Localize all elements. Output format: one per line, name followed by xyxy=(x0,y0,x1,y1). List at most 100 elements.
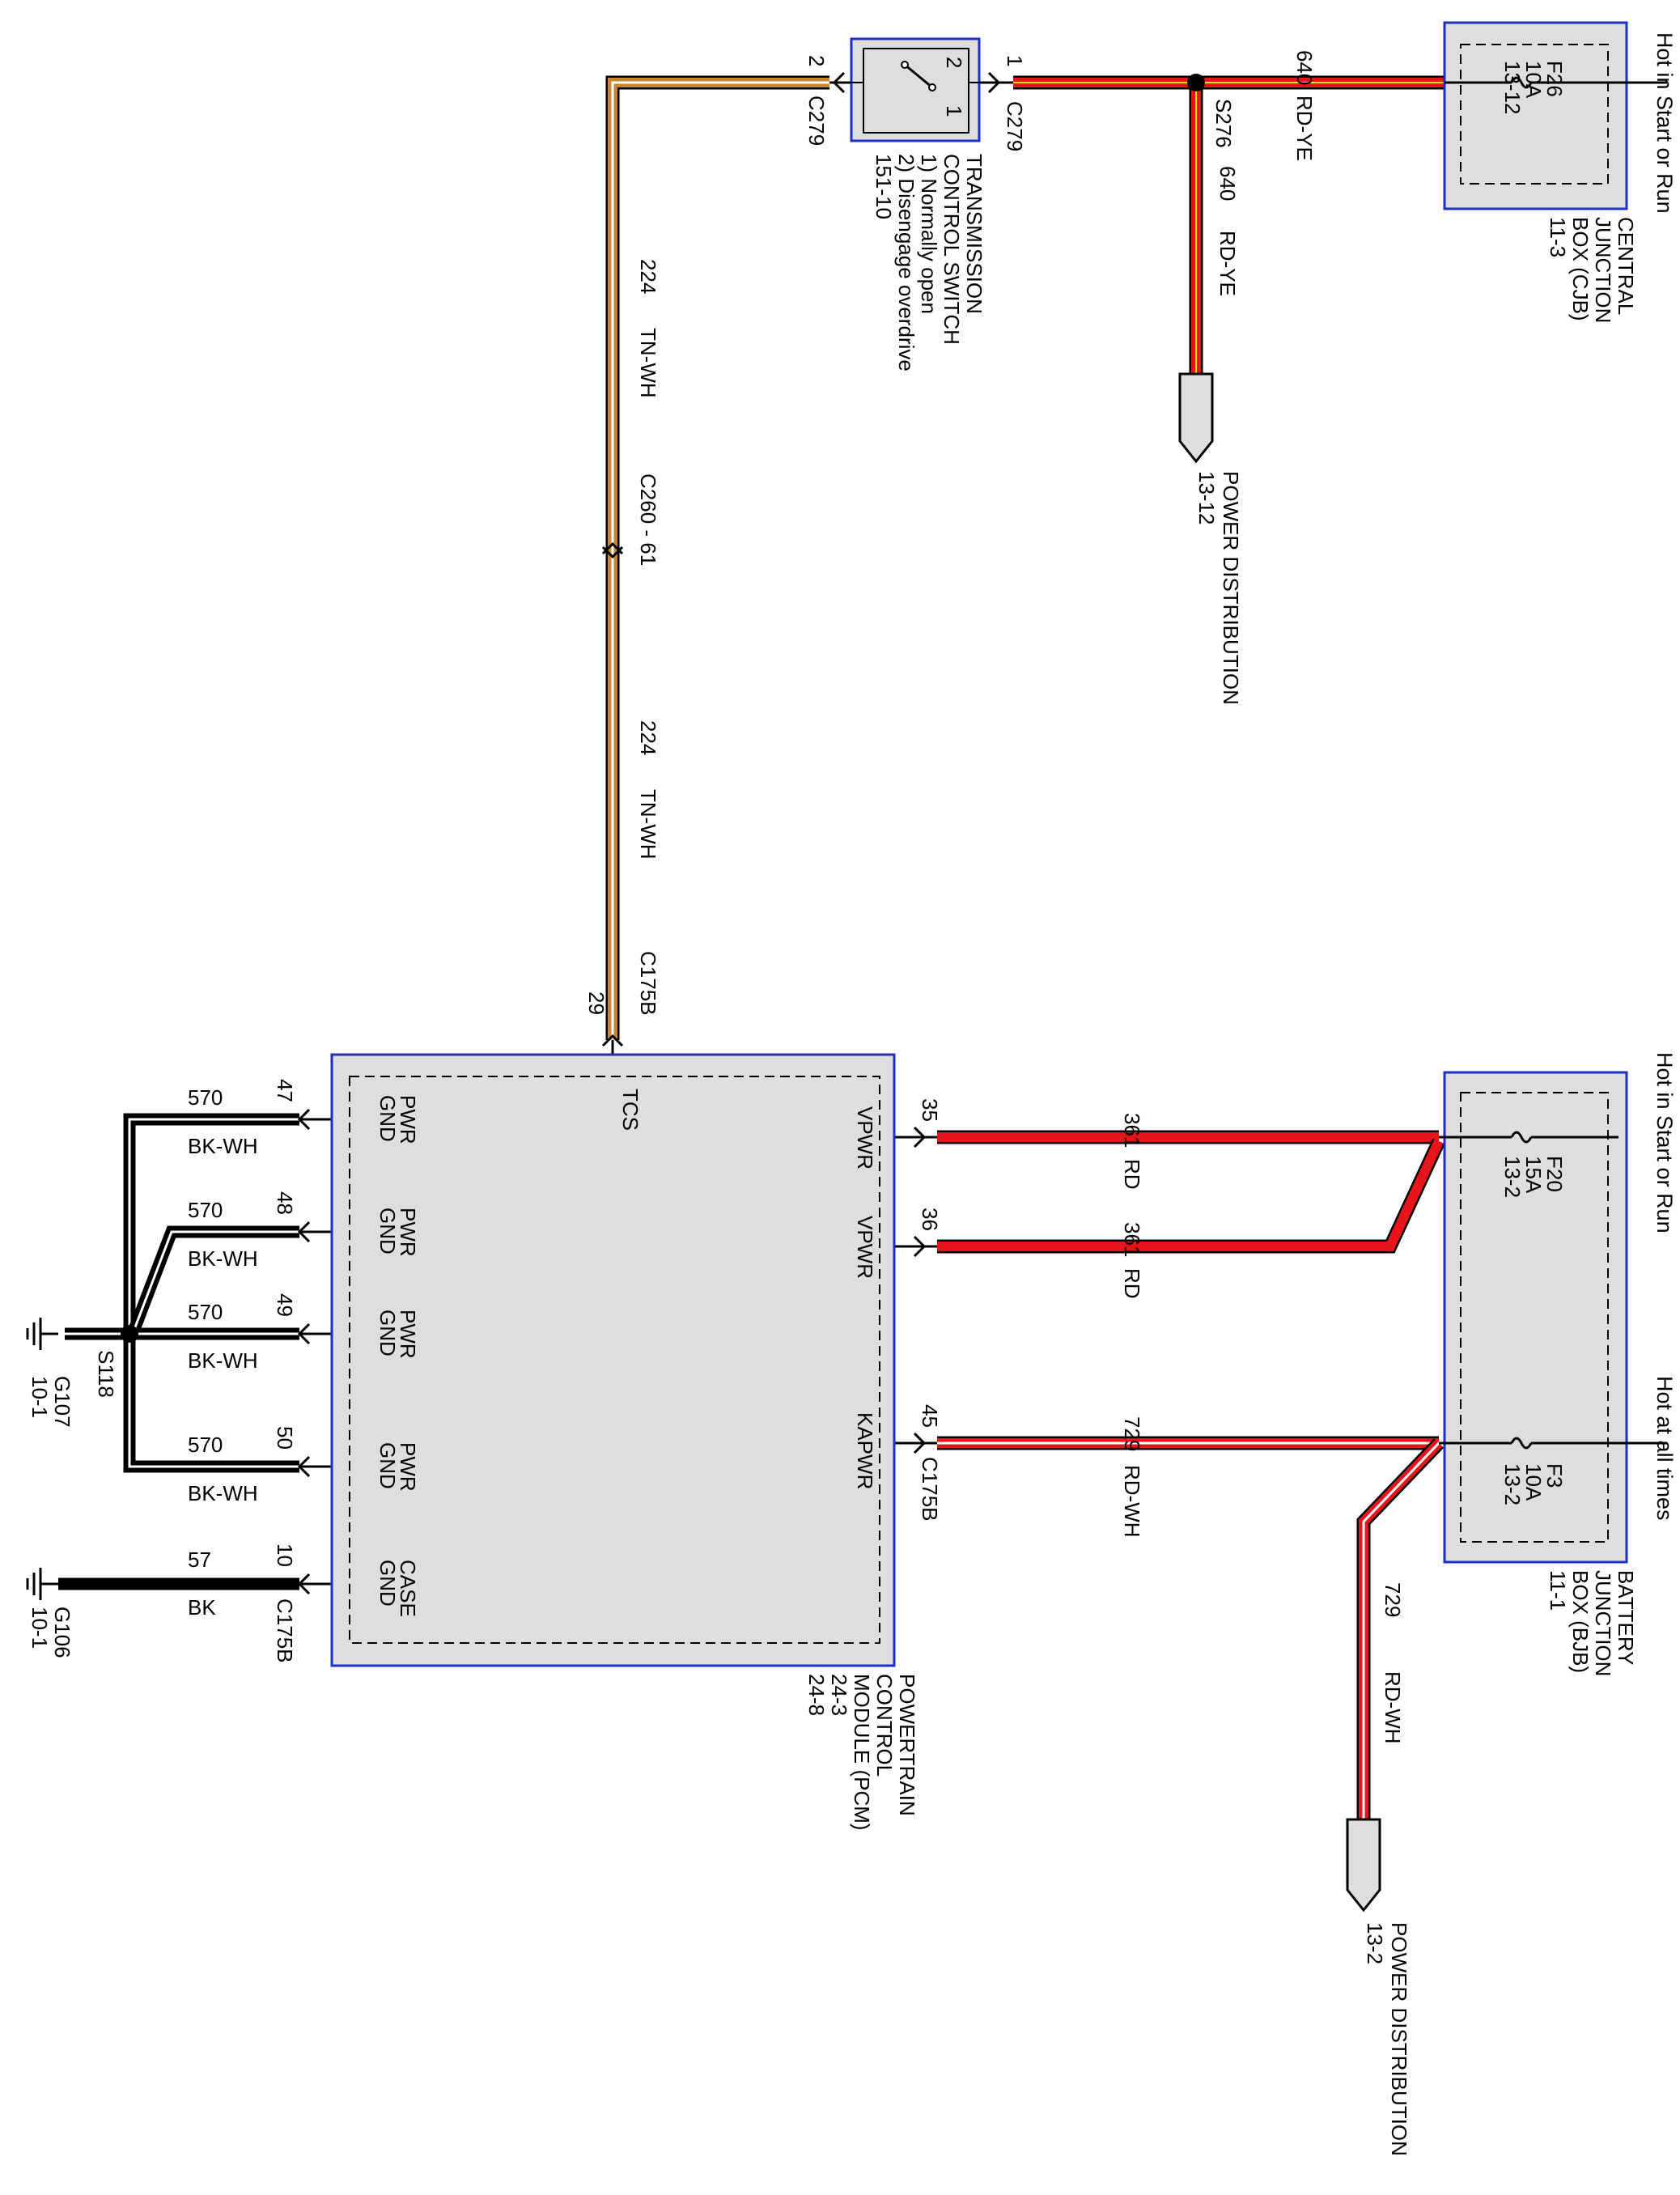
wire-361 xyxy=(937,1130,1445,1254)
wire-729a-color: RD-WH xyxy=(1120,1465,1144,1538)
central-junction-box xyxy=(1443,21,1667,210)
cjb-name-line-2: BOX (CJB) xyxy=(1568,217,1593,321)
pcm-pin-10-label1: CASE xyxy=(396,1560,420,1617)
wire-640-color: RD-YE xyxy=(1292,96,1317,161)
wire-361b-circuit: 361 xyxy=(1120,1222,1144,1257)
switch-name-line-0: TRANSMISSION xyxy=(962,154,986,314)
splice-s118 xyxy=(121,1325,138,1343)
pcm-label-vpwr-1: VPWR xyxy=(853,1216,877,1279)
pcm-label-kapwr-2: KAPWR xyxy=(853,1412,877,1489)
connector-c175b-right: C175B xyxy=(918,1457,942,1522)
pcm-pin-29: 29 xyxy=(584,991,609,1015)
pcm-pin-36: 36 xyxy=(918,1208,942,1231)
wire-640 xyxy=(1013,75,1445,374)
switch-connector-right: C279 xyxy=(1003,101,1027,151)
pcm-pin-49-label2: GND xyxy=(375,1310,400,1356)
pcm-name-line-1: CONTROL xyxy=(872,1674,897,1777)
cjb-name-line-3: 11-3 xyxy=(1546,217,1570,257)
switch-connector-left: C279 xyxy=(804,96,829,146)
wire-570-circuit-2: 570 xyxy=(188,1300,223,1324)
switch-name-line-1: CONTROL SWITCH xyxy=(940,154,964,345)
bjb-name-line-1: JUNCTION xyxy=(1591,1570,1615,1676)
cjb-header: Hot in Start or Run xyxy=(1652,32,1677,214)
bjb-fuse-top-line-0: F20 xyxy=(1542,1156,1567,1192)
wire-224-lower-circuit: 224 xyxy=(636,720,660,755)
pcm-name-line-2: MODULE (PCM) xyxy=(850,1674,874,1831)
power-distribution-bottom-line-0: POWER DISTRIBUTION xyxy=(1387,1922,1411,2156)
ground-g107-line-0: G107 xyxy=(50,1376,74,1428)
pcm-pin-10: 10 xyxy=(273,1543,297,1567)
connector-c175b-left: C175B xyxy=(273,1598,297,1663)
pcm-pin-50-label2: GND xyxy=(375,1442,400,1489)
pcm-pin-35: 35 xyxy=(918,1098,942,1122)
powertrain-control-module xyxy=(330,1053,896,1667)
ground-g107-line-1: 10-1 xyxy=(28,1376,52,1418)
wire-570-color-1: BK-WH xyxy=(188,1246,258,1271)
wire-361a-circuit: 361 xyxy=(1120,1113,1144,1148)
switch-inner-pin-2: 2 xyxy=(942,57,966,68)
wire-361b-color: RD xyxy=(1120,1268,1144,1299)
switch-pin-1: 1 xyxy=(1003,55,1027,66)
ground-symbols xyxy=(26,1318,58,1600)
pcm-name-line-4: 24-8 xyxy=(804,1674,829,1716)
wire-729b-color: RD-WH xyxy=(1381,1671,1405,1744)
pcm-pin-47-label1: PWR xyxy=(396,1095,420,1144)
pcm-name-line-3: 24-3 xyxy=(827,1674,851,1716)
splice-s118-label: S118 xyxy=(94,1350,118,1398)
wire-224-upper-circuit: 224 xyxy=(636,259,660,294)
power-distribution-top-line-1: 13-12 xyxy=(1194,471,1219,525)
battery-junction-box xyxy=(1439,1071,1667,1564)
bjb-name-line-3: 11-1 xyxy=(1546,1570,1570,1611)
switch-name-line-4: 151-10 xyxy=(872,154,896,219)
bjb-name-line-0: BATTERY xyxy=(1614,1570,1638,1666)
wire-640-down-color: RD-YE xyxy=(1215,231,1240,296)
pcm-pin-50-label1: PWR xyxy=(396,1442,420,1492)
wire-570-circuit-0: 570 xyxy=(188,1085,223,1110)
pcm-pin-48-label1: PWR xyxy=(396,1208,420,1257)
bjb-fuse-bottom-line-2: 13-2 xyxy=(1500,1463,1525,1505)
transmission-control-switch xyxy=(829,37,1013,142)
wire-570 xyxy=(65,1113,299,1473)
bjb-header-bottom: Hot at all times xyxy=(1652,1376,1677,1521)
pcm-name-line-0: POWERTRAIN xyxy=(895,1674,919,1816)
cjb-name-line-0: CENTRAL xyxy=(1614,217,1638,315)
pcm-label-vpwr-0: VPWR xyxy=(853,1106,877,1170)
cjb-fuse-line-2: 13-12 xyxy=(1500,61,1525,115)
ground-g106-line-0: G106 xyxy=(50,1607,74,1658)
wire-361a-color: RD xyxy=(1120,1159,1144,1190)
wire-640-down-circuit: 640 xyxy=(1215,166,1240,201)
bjb-fuse-top-line-1: 15A xyxy=(1521,1156,1546,1194)
pcm-pin-48: 48 xyxy=(273,1191,297,1215)
pcm-pin-50: 50 xyxy=(273,1426,297,1450)
cjb-name-line-1: JUNCTION xyxy=(1591,217,1615,323)
bjb-fuse-bottom-line-1: 10A xyxy=(1521,1463,1546,1501)
cjb-fuse-line-0: F26 xyxy=(1542,61,1567,97)
wire-224-upper-color: TN-WH xyxy=(636,328,660,398)
pcm-pin-10-label2: GND xyxy=(375,1560,400,1607)
switch-inner-pin-1: 1 xyxy=(942,105,966,117)
cjb-fuse-line-1: 10A xyxy=(1521,61,1546,99)
bjb-header-top: Hot in Start or Run xyxy=(1652,1052,1677,1233)
pcm-pin-49-label1: PWR xyxy=(396,1310,420,1359)
wire-57-circuit: 57 xyxy=(188,1548,211,1572)
wire-224-lower-color: TN-WH xyxy=(636,789,660,860)
wire-570-circuit-1: 570 xyxy=(188,1198,223,1222)
connector-c175b-top: C175B xyxy=(636,951,660,1016)
pcm-tcs-label: TCS xyxy=(618,1089,643,1131)
wire-57-color: BK xyxy=(188,1595,216,1620)
bjb-fuse-top-line-2: 13-2 xyxy=(1500,1156,1525,1198)
power-distribution-top-line-0: POWER DISTRIBUTION xyxy=(1219,471,1243,705)
switch-name-line-2: 1) Normally open xyxy=(917,154,941,314)
pcm-pin-47-label2: GND xyxy=(375,1095,400,1142)
bjb-fuse-bottom-line-0: F3 xyxy=(1542,1463,1567,1488)
ground-g106-line-1: 10-1 xyxy=(28,1607,52,1649)
pcm-pin-45: 45 xyxy=(918,1404,942,1428)
wire-224 xyxy=(605,75,829,1040)
pcm-pin-47: 47 xyxy=(273,1079,297,1102)
splice-s276-label: S276 xyxy=(1211,99,1236,148)
splice-s276 xyxy=(1187,74,1205,91)
connector-symbols xyxy=(297,71,1001,1595)
wire-570-color-3: BK-WH xyxy=(188,1481,258,1505)
